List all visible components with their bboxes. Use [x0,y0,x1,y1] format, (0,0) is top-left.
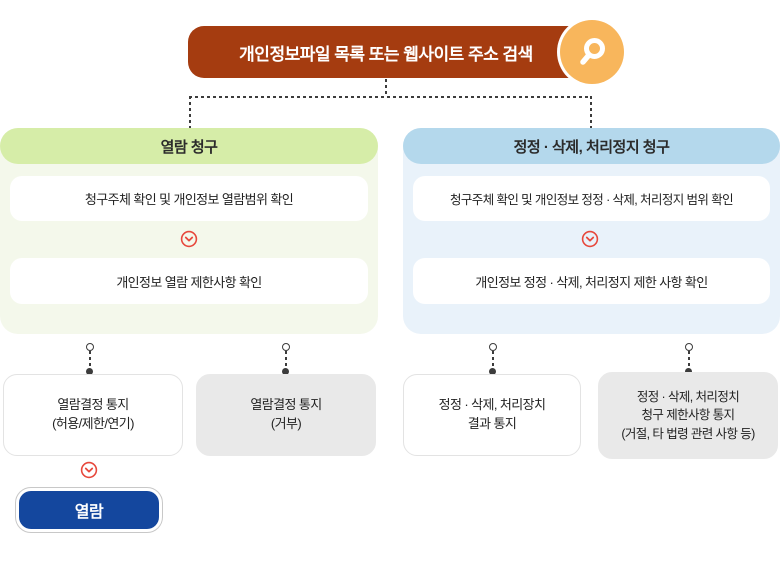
outcome-box-correction-restriction: 정정 · 삭제, 처리정치 청구 제한사항 통지 (거절, 타 법령 관련 사항… [598,372,778,459]
search-header-title: 개인정보파일 목록 또는 웹사이트 주소 검색 [239,44,533,64]
left-step-2-label: 개인정보 열람 제한사항 확인 [116,274,262,290]
outcome-label: 정정 · 삭제, 처리정치 청구 제한사항 통지 (거절, 타 법령 관련 사항… [621,390,755,441]
outcome-label: 정정 · 삭제, 처리장치 결과 통지 [438,397,546,431]
outcome-box-access-denied: 열람결정 통지 (거부) [196,374,376,456]
right-step-2: 개인정보 정정 · 삭제, 처리정지 제한 사항 확인 [413,258,770,304]
search-icon [573,33,611,71]
right-step-1-label: 청구주체 확인 및 개인정보 정정 · 삭제, 처리정지 범위 확인 [450,193,734,207]
drop-dot-fill [86,368,93,375]
left-step-2: 개인정보 열람 제한사항 확인 [10,258,368,304]
right-step-1: 청구주체 확인 및 개인정보 정정 · 삭제, 처리정지 범위 확인 [413,176,770,221]
connector-stub [385,79,387,97]
outcome-label: 열람결정 통지 (허용/제한/연기) [52,397,134,431]
right-branch-title: 정정 · 삭제, 처리정지 청구 [513,138,670,156]
left-step-1-label: 청구주체 확인 및 개인정보 열람범위 확인 [84,192,294,207]
drop-line [89,351,91,370]
drop-dot-open [282,343,290,351]
left-branch-title: 열람 청구 [160,138,218,156]
left-step-1: 청구주체 확인 및 개인정보 열람범위 확인 [10,176,368,221]
chevron-down-circle-icon [581,230,599,248]
access-button[interactable]: 열람 [15,487,163,533]
drop-dot-open [86,343,94,351]
search-button[interactable] [560,20,624,84]
drop-dot-fill [685,368,692,375]
right-branch-header: 정정 · 삭제, 처리정지 청구 [403,128,780,164]
drop-line [492,351,494,370]
access-button-label: 열람 [74,504,104,521]
drop-dot-open [685,343,693,351]
connector-right [590,96,592,128]
drop-line [285,351,287,370]
drop-line [688,351,690,370]
access-button-face: 열람 [19,491,159,529]
search-header: 개인정보파일 목록 또는 웹사이트 주소 검색 [188,26,584,78]
connector-horizontal [189,96,592,98]
left-branch-header: 열람 청구 [0,128,378,164]
chevron-down-circle-icon [80,461,98,479]
outcome-label: 열람결정 통지 (거부) [250,397,322,431]
connector-left [189,96,191,128]
chevron-down-circle-icon [180,230,198,248]
drop-dot-open [489,343,497,351]
outcome-box-access-decision: 열람결정 통지 (허용/제한/연기) [3,374,183,456]
drop-dot-fill [282,368,289,375]
outcome-box-correction-result: 정정 · 삭제, 처리장치 결과 통지 [403,374,581,456]
drop-dot-fill [489,368,496,375]
right-step-2-label: 개인정보 정정 · 삭제, 처리정지 제한 사항 확인 [475,274,708,290]
